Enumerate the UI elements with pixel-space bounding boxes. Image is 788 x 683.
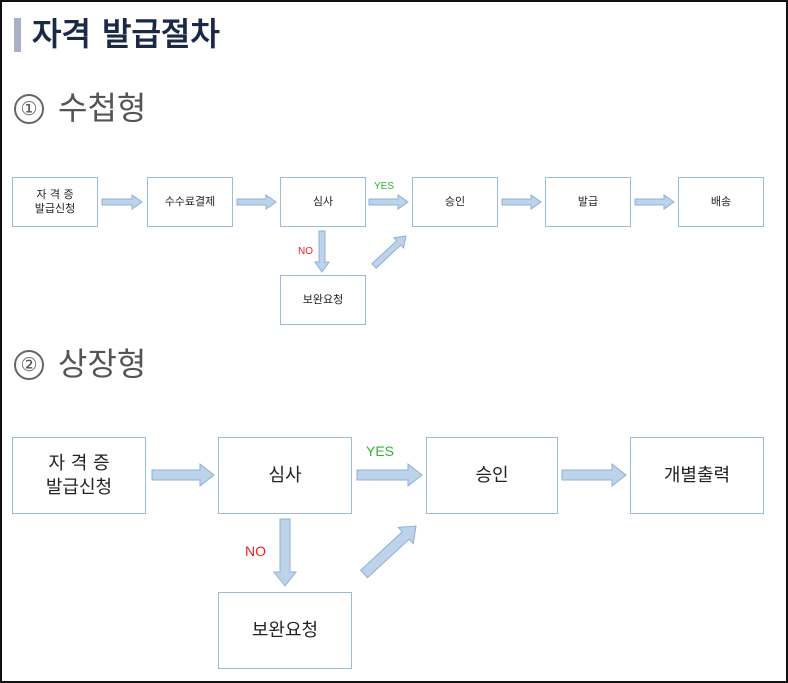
s1-step-apply: 자 격 증 발급신청 [12,177,98,227]
s2-step-print: 개별출력 [630,437,764,514]
s1-step-delivery: 배송 [678,177,764,227]
s2-no-label: NO [245,543,266,559]
s1-arrow-payment-to-review [236,194,277,210]
section-2-title: ② 상장형 [14,344,146,384]
s1-step-issue: 발급 [545,177,631,227]
section-1-title: ① 수첩형 [14,88,146,128]
s1-step-approval: 승인 [412,177,498,227]
s2-step-approval: 승인 [426,437,558,514]
s1-arrow-supplement-to-approval [371,235,407,269]
s1-arrow-review-to-approval [368,194,409,210]
s1-step-supplement-request: 보완요청 [280,275,366,325]
s1-step-review: 심사 [280,177,366,227]
s2-step-apply: 자 격 증 발급신청 [12,437,146,514]
s2-yes-label: YES [366,443,395,459]
s1-arrow-approval-to-issue [501,194,542,210]
s2-step-review: 심사 [218,437,352,514]
s1-yes-label: YES [374,181,395,192]
section-2-number: ② [14,350,44,380]
s2-step-supplement-request: 보완요청 [218,592,352,669]
section-1-number: ① [14,94,44,124]
s1-step-payment: 수수료결제 [147,177,233,227]
s2-arrow-supplement-to-approval [359,525,417,579]
s1-arrow-apply-to-payment [101,194,143,210]
s2-arrow-review-to-approval [356,462,423,488]
s1-arrow-issue-to-delivery [634,194,675,210]
s2-arrow-approval-to-print [561,462,627,488]
s2-arrow-review-to-supplement [272,518,298,587]
s2-arrow-apply-to-review [151,462,215,488]
s1-no-label: NO [298,246,313,257]
section-1-label: 수첩형 [58,89,147,127]
page-title: 자격 발급절차 [32,15,220,53]
title-accent-bar [14,18,21,52]
section-2-label: 상장형 [58,345,147,383]
s1-arrow-review-to-supplement [314,230,330,273]
